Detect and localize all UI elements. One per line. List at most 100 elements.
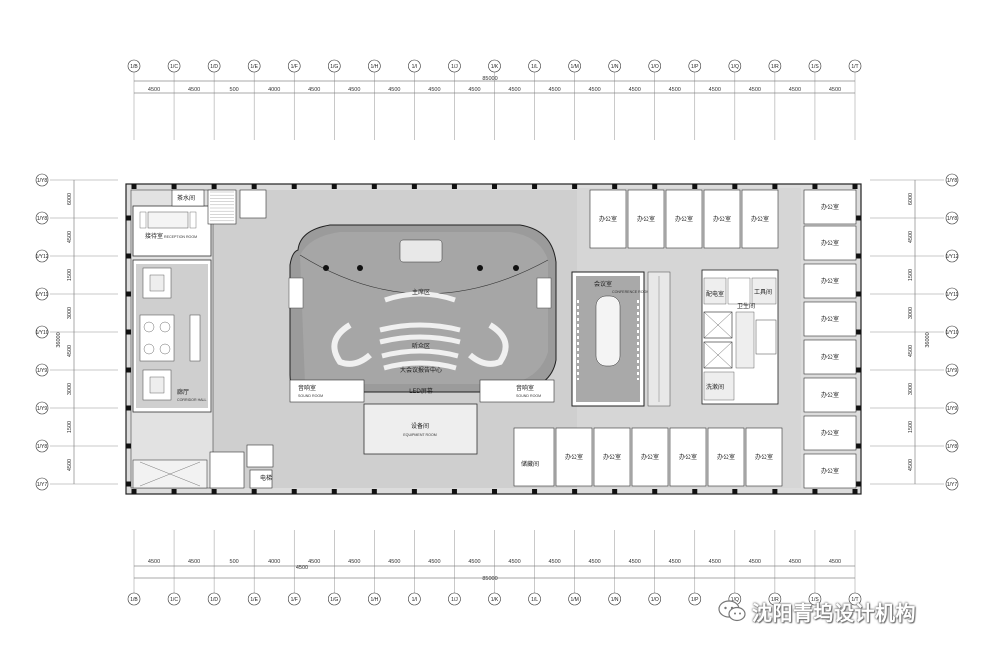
- top-axis-bubble-label: 1/C: [170, 64, 178, 70]
- right-axis-bubble-label: 1/Y12: [945, 254, 958, 260]
- top-axis-bubble: [167, 59, 181, 73]
- left-axis-bubble: [35, 287, 49, 301]
- left-axis-span-dimension: 3000: [67, 307, 73, 319]
- storage-label: 储藏间: [521, 460, 539, 468]
- bottom-axis-bubble: [768, 592, 782, 606]
- office-label: 办公室: [713, 215, 731, 223]
- bottom-axis-bubble: [808, 592, 822, 606]
- bottom-axis-bubble-label: 1/F: [291, 597, 298, 603]
- equipment-label: 设备间: [411, 422, 429, 430]
- office-room: 办公室: [589, 189, 627, 249]
- top-axis-span-dimension: 4500: [829, 87, 841, 93]
- right-axis-bubble: [945, 401, 959, 415]
- office-label: 办公室: [679, 453, 697, 461]
- corridor-hall-label: 廊厅: [177, 388, 189, 396]
- conference-side-corridor: [647, 271, 671, 407]
- left-axis-bubble: [35, 249, 49, 263]
- sound-room-right: 音响室 SOUND ROOM: [479, 379, 555, 403]
- left-axis-span-dimension: 4500: [67, 345, 73, 357]
- office-room: 办公室: [631, 427, 669, 487]
- bottom-axis-bubble-label: 1/K: [491, 597, 499, 603]
- top-axis-bubble-label: 1/S: [811, 64, 819, 70]
- left-axis-span-dimension: 4500: [67, 231, 73, 243]
- storage-room: 储藏间: [513, 427, 555, 487]
- wechat-icon: [718, 600, 746, 622]
- bottom-axis-span-dimension: 4500: [348, 559, 360, 565]
- top-axis-span-dimension: 4500: [629, 87, 641, 93]
- sound-room-left-label: 音响室: [298, 384, 316, 392]
- top-axis-bubble: [528, 59, 541, 73]
- office-label: 办公室: [821, 429, 839, 437]
- left-axis-bubble-label: 1/Y10: [35, 330, 48, 336]
- left-axis-bubble: [35, 173, 49, 187]
- top-axis-bubble: [368, 59, 381, 73]
- stair-left-bottom: 电梯: [209, 444, 274, 489]
- reception-label-en: RECEPTION ROOM: [164, 235, 197, 239]
- total-dimension-bottom: 85000: [482, 576, 497, 582]
- left-grid-axis: 1/Y860001/Y845001/Y1215001/Y1130001/Y104…: [35, 173, 118, 491]
- corridor-hall: 廊厅 CORRIDOR HALL: [132, 259, 212, 413]
- bottom-axis-bubble-label: 1/M: [570, 597, 578, 603]
- right-axis-bubble: [945, 363, 959, 377]
- office-label: 办公室: [565, 453, 583, 461]
- tool-room-label: 工具间: [754, 288, 772, 296]
- right-axis-bubble: [945, 287, 959, 301]
- office-label: 办公室: [821, 467, 839, 475]
- top-axis-bubble: [408, 59, 421, 73]
- left-axis-bubble: [35, 401, 49, 415]
- top-axis-bubble-label: 1/G: [330, 64, 338, 70]
- bottom-axis-bubble-label: 1/Q: [731, 597, 739, 603]
- right-axis-bubble-label: 1/Y9: [947, 406, 958, 412]
- top-axis-bubble: [848, 59, 862, 73]
- bottom-axis-bubble: [648, 592, 662, 606]
- left-axis-span-dimension: 1500: [67, 269, 73, 281]
- bottom-axis-bubble: [448, 592, 461, 606]
- top-axis-span-dimension: 4500: [428, 87, 440, 93]
- top-axis-bubble-label: 1/Q: [731, 64, 739, 70]
- bottom-axis-span-dimension: 4500: [468, 559, 480, 565]
- top-axis-bubble: [648, 59, 662, 73]
- right-axis-span-dimension: 1500: [908, 269, 914, 281]
- right-axis-bubble-label: 1/Y8: [947, 216, 958, 222]
- sound-room-right-label: 音响室: [516, 384, 534, 392]
- top-axis-span-dimension: 4000: [268, 87, 280, 93]
- right-axis-bubble: [945, 249, 959, 263]
- top-axis-bubble-label: 1/N: [611, 64, 619, 70]
- left-axis-span-dimension: 6000: [67, 193, 73, 205]
- office-label: 办公室: [751, 215, 769, 223]
- office-label: 办公室: [599, 215, 617, 223]
- right-axis-bubble: [945, 439, 959, 453]
- office-room: 办公室: [745, 427, 783, 487]
- top-axis-span-dimension: 4500: [749, 87, 761, 93]
- top-axis-bubble-label: 1/D: [210, 64, 218, 70]
- led-label: LED屏幕: [409, 387, 433, 395]
- bottom-axis-bubble: [608, 592, 621, 606]
- left-axis-bubble: [35, 477, 49, 491]
- top-axis-bubble: [327, 59, 341, 73]
- bottom-axis-bubble: [127, 592, 141, 606]
- bottom-axis-bubble-label: 1/N: [611, 597, 619, 603]
- right-axis-bubble-label: 1/Y7: [947, 482, 958, 488]
- top-axis-bubble: [448, 59, 461, 73]
- bottom-axis-span-dimension: 4500: [388, 559, 400, 565]
- watermark-text: 沈阳青坞设计机构: [752, 600, 916, 625]
- top-axis-bubble-label: 1/L: [531, 64, 538, 70]
- left-axis-bubble-label: 1/Y7: [37, 482, 48, 488]
- conference-room: 会议室 CONFERENCE ROOM: [571, 271, 649, 407]
- bottom-axis-span-dimension: 4500: [589, 559, 601, 565]
- office-room: 办公室: [665, 189, 703, 249]
- equipment-label-en: EQUIPMENT ROOM: [403, 433, 436, 437]
- auditorium-side-stairs: [288, 277, 552, 309]
- top-axis-bubble-label: 1/R: [771, 64, 779, 70]
- office-room: 办公室: [703, 189, 741, 249]
- office-label: 办公室: [637, 215, 655, 223]
- left-axis-bubble-label: 1/Y8: [37, 444, 48, 450]
- corridor-hall-label-en: CORRIDOR HALL: [177, 398, 207, 402]
- bottom-axis-span-dimension: 4500: [428, 559, 440, 565]
- top-axis-bubble: [808, 59, 822, 73]
- watermark: 沈阳青坞设计机构: [718, 596, 916, 626]
- bottom-axis-span-dimension: 4500: [548, 559, 560, 565]
- right-axis-bubble: [945, 325, 959, 339]
- left-axis-bubble-label: 1/Y9: [37, 368, 48, 374]
- stage-label: 主席区: [412, 288, 430, 296]
